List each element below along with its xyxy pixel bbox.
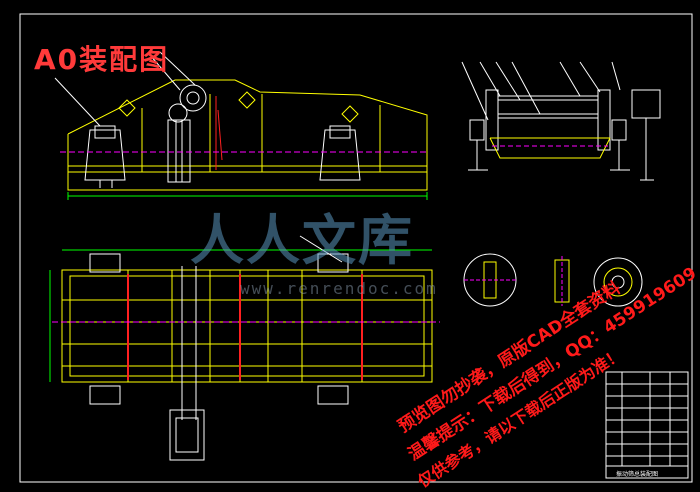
- detail-views: [463, 253, 643, 307]
- side-view: [461, 61, 661, 181]
- title-block: [605, 371, 689, 479]
- plan-view: [49, 235, 440, 461]
- front-view: [54, 51, 428, 200]
- watermark-logo: 人人文库: [190, 209, 414, 272]
- title-block-name: 振动筛总装配图: [616, 471, 659, 478]
- drawing-border: [19, 13, 693, 483]
- drawing-title-stamp: A0装配图: [34, 43, 170, 76]
- watermark-url: www.renrendoc.com: [240, 279, 438, 298]
